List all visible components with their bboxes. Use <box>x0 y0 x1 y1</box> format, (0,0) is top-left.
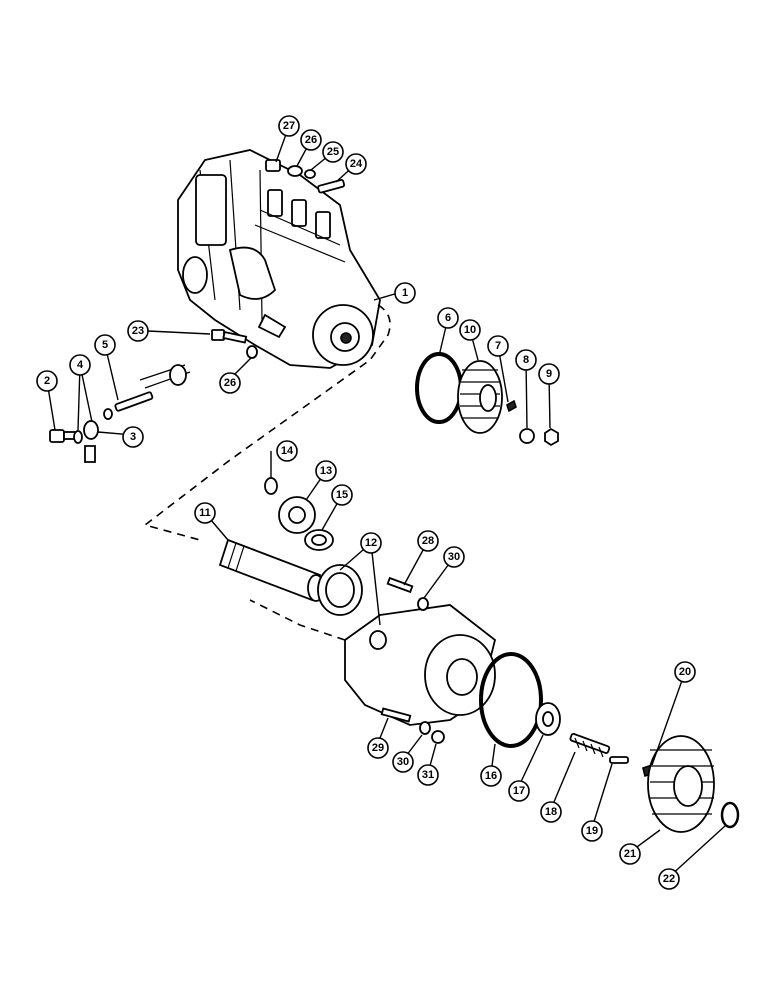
callout-13: 13 <box>315 460 337 482</box>
callout-7: 7 <box>487 335 509 357</box>
callout-22: 22 <box>658 868 680 890</box>
svg-text:31: 31 <box>422 769 434 781</box>
svg-text:7: 7 <box>495 340 501 352</box>
svg-text:18: 18 <box>545 806 557 818</box>
injection-pump-body <box>177 149 381 369</box>
callout-4: 4 <box>69 354 91 376</box>
svg-text:19: 19 <box>586 825 598 837</box>
svg-text:22: 22 <box>663 873 675 885</box>
svg-text:27: 27 <box>283 120 295 132</box>
svg-text:30: 30 <box>448 551 460 563</box>
fitting-parts-2-5 <box>49 364 191 463</box>
svg-text:24: 24 <box>350 158 363 170</box>
callout-25: 25 <box>322 141 344 163</box>
callout-24: 24 <box>345 153 367 175</box>
bolt-23-washer-26 <box>211 329 258 359</box>
callout-30-top: 30 <box>443 546 465 568</box>
seal-parts-16-19 <box>479 652 629 764</box>
svg-text:12: 12 <box>365 537 377 549</box>
callout-3: 3 <box>122 426 144 448</box>
svg-text:26: 26 <box>305 134 317 146</box>
svg-text:20: 20 <box>679 666 691 678</box>
dashed-assembly-lines <box>143 304 391 641</box>
svg-text:5: 5 <box>102 339 108 351</box>
pump-gear-assembly <box>415 352 559 447</box>
svg-text:6: 6 <box>445 312 451 324</box>
svg-text:30: 30 <box>397 756 409 768</box>
callout-6: 6 <box>437 307 459 329</box>
svg-text:2: 2 <box>44 375 50 387</box>
svg-text:13: 13 <box>320 465 332 477</box>
bolt-28-washer-30 <box>386 576 429 611</box>
svg-text:9: 9 <box>546 368 552 380</box>
svg-text:4: 4 <box>77 359 84 371</box>
callout-23: 23 <box>127 320 149 342</box>
svg-text:28: 28 <box>422 535 434 547</box>
callout-20: 20 <box>674 661 696 683</box>
svg-text:21: 21 <box>624 848 636 860</box>
plug-parts-13-15 <box>264 477 334 551</box>
callout-26-top: 26 <box>300 129 322 151</box>
svg-text:23: 23 <box>132 325 144 337</box>
svg-text:25: 25 <box>327 146 339 158</box>
callout-5: 5 <box>94 334 116 356</box>
callout-8: 8 <box>515 349 537 371</box>
svg-text:1: 1 <box>402 287 408 299</box>
svg-text:14: 14 <box>281 445 294 457</box>
stud-29-nut-31 <box>380 707 445 744</box>
callout-21: 21 <box>619 843 641 865</box>
callout-30-bottom: 30 <box>392 751 414 773</box>
callout-11: 11 <box>194 502 216 524</box>
callout-26-bottom: 26 <box>219 372 241 394</box>
leader-lines <box>46 125 726 878</box>
callout-1: 1 <box>394 282 416 304</box>
drive-gear-21 <box>642 735 740 833</box>
svg-text:26: 26 <box>224 377 236 389</box>
callout-14: 14 <box>276 440 298 462</box>
svg-text:15: 15 <box>336 489 348 501</box>
svg-text:17: 17 <box>513 785 525 797</box>
callout-15: 15 <box>331 484 353 506</box>
svg-text:11: 11 <box>199 507 211 519</box>
top-fittings <box>265 159 346 194</box>
svg-text:8: 8 <box>523 354 529 366</box>
svg-text:10: 10 <box>464 324 476 336</box>
svg-text:16: 16 <box>485 770 497 782</box>
callout-29: 29 <box>367 737 389 759</box>
callout-12: 12 <box>360 532 382 554</box>
callout-19: 19 <box>581 820 603 842</box>
svg-text:29: 29 <box>372 742 384 754</box>
callout-27: 27 <box>278 115 300 137</box>
callout-10: 10 <box>459 319 481 341</box>
callout-28: 28 <box>417 530 439 552</box>
gear-housing-12 <box>344 604 497 726</box>
drive-shaft-11 <box>218 538 363 616</box>
callout-2: 2 <box>36 370 58 392</box>
callout-31: 31 <box>417 764 439 786</box>
callout-9: 9 <box>538 363 560 385</box>
callout-17: 17 <box>508 780 530 802</box>
callout-16: 16 <box>480 765 502 787</box>
svg-text:3: 3 <box>130 431 136 443</box>
callout-18: 18 <box>540 801 562 823</box>
